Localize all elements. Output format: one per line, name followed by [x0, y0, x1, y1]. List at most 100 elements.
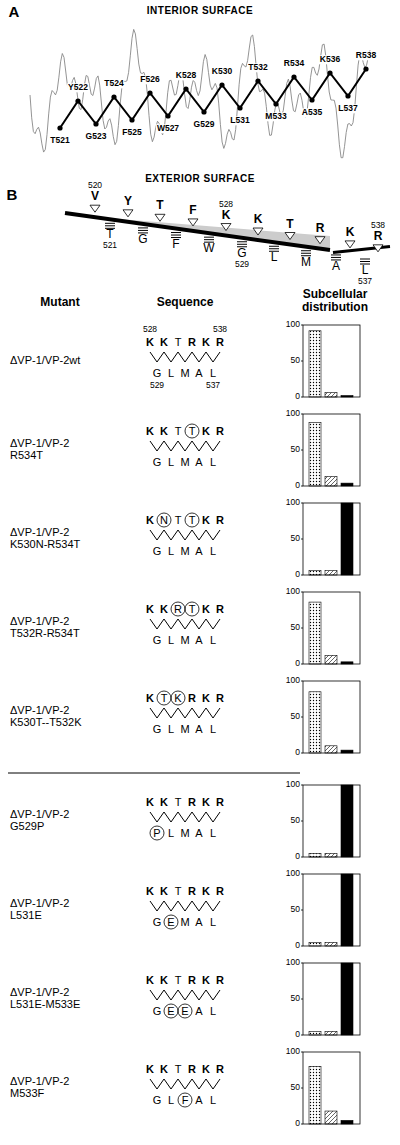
chart-frame	[303, 325, 360, 397]
residue-letter: K	[222, 209, 231, 222]
mutation-circle	[171, 691, 185, 705]
axis-tick	[301, 681, 303, 682]
residue-atom	[327, 70, 332, 75]
distribution-bar	[341, 874, 353, 946]
side-chain-down	[269, 246, 279, 247]
residue-atom	[111, 94, 116, 99]
axis-tick-label: 0	[295, 570, 300, 579]
sequence-letter: L	[210, 456, 216, 468]
side-chain-down	[269, 248, 279, 249]
column-header: Sequence	[157, 296, 214, 309]
sequence-letter: K	[146, 1063, 154, 1075]
axis-tick-label: 50	[291, 445, 300, 454]
sequence-letter: K	[146, 796, 154, 808]
sequence-letter: K	[202, 425, 210, 437]
axis-tick	[301, 1088, 303, 1089]
mutation-circle	[171, 602, 185, 616]
sequence-letter: A	[195, 916, 202, 928]
sequence-letter: M	[180, 827, 189, 839]
side-chain-up	[285, 233, 295, 240]
side-chain-down	[138, 227, 148, 228]
chart-frame	[303, 874, 360, 946]
distribution-bar	[325, 393, 337, 397]
sequence-letter: R	[188, 796, 196, 808]
distribution-bar	[309, 571, 321, 575]
distribution-bar	[341, 963, 353, 1035]
residue-atom	[237, 105, 242, 110]
residue-letter: F	[172, 238, 179, 251]
loop-strand	[60, 69, 366, 128]
residue-label: K528	[175, 71, 197, 80]
distribution-bar	[309, 602, 321, 664]
axis-tick	[301, 753, 303, 754]
axis-tick-label: 50	[291, 1083, 300, 1092]
residue-number: 537	[358, 277, 372, 286]
axis-tick-label: 100	[286, 587, 300, 596]
sequence-letter: L	[168, 1094, 174, 1106]
residue-atom	[291, 74, 296, 79]
side-chain-down	[331, 257, 341, 258]
side-chain-up	[253, 228, 263, 235]
axis-tick	[301, 910, 303, 911]
axis-tick	[301, 414, 303, 415]
side-chain-down	[301, 250, 311, 251]
residue-label: G529	[193, 120, 216, 129]
residue-label: K530	[211, 67, 233, 76]
distribution-bar	[309, 1066, 321, 1124]
axis-tick	[301, 539, 303, 540]
axis-tick-label: 50	[291, 356, 300, 365]
sequence-letter: K	[146, 603, 154, 615]
chart-frame	[303, 592, 360, 664]
sequence-letter: R	[216, 603, 224, 615]
strand-zigzag	[150, 530, 220, 540]
mutant-name: ΔVP-1/VP-2 K530T--T532K	[10, 704, 98, 728]
distribution-bar	[309, 692, 321, 753]
side-chain-up	[315, 237, 325, 244]
chart-frame	[303, 503, 360, 575]
mutation-circle	[164, 915, 178, 929]
residue-atom	[273, 101, 278, 106]
sequence-letter: T	[189, 603, 196, 615]
side-chain-down	[360, 259, 370, 260]
sequence-letter: R	[216, 974, 224, 986]
axis-tick-label: 0	[295, 659, 300, 668]
axis-tick	[301, 946, 303, 947]
sequence-letter: E	[167, 1005, 174, 1017]
strand-zigzag	[150, 619, 220, 629]
surface-label: EXTERIOR SURFACE	[145, 173, 255, 184]
axis-tick-label: 50	[291, 712, 300, 721]
residue-label: F526	[139, 75, 160, 84]
sequence-letter: K	[160, 336, 168, 348]
distribution-bar	[341, 1120, 353, 1124]
residue-letter: V	[91, 191, 99, 204]
column-header: Mutant	[40, 296, 79, 309]
residue-number: 528	[219, 200, 233, 209]
sequence-letter: K	[160, 1063, 168, 1075]
surface-label: INTERIOR SURFACE	[147, 5, 253, 16]
sequence-letter: G	[153, 916, 162, 928]
axis-tick	[301, 575, 303, 576]
sequence-letter: K	[160, 603, 168, 615]
sequence-letter: M	[180, 545, 189, 557]
residue-label: L531	[229, 116, 250, 125]
residue-atom	[219, 82, 224, 87]
panel-letter: A	[9, 4, 20, 21]
side-chain-down	[237, 241, 247, 242]
distribution-bar	[325, 477, 337, 486]
sequence-letter: L	[168, 456, 174, 468]
residue-atom	[147, 90, 152, 95]
mutation-circle	[157, 691, 171, 705]
side-chain-down	[360, 261, 370, 262]
side-chain-up	[90, 205, 100, 212]
residue-label: T532	[247, 63, 268, 72]
sequence-letter: R	[174, 603, 182, 615]
residue-number: 538	[371, 221, 385, 230]
sequence-letter: T	[175, 974, 182, 986]
sequence-letter: G	[153, 545, 162, 557]
sequence-letter: K	[202, 603, 210, 615]
residue-label: L537	[337, 104, 358, 113]
residue-number: 529	[150, 381, 164, 390]
residue-number: 521	[103, 242, 117, 251]
axis-tick	[301, 325, 303, 326]
axis-tick	[301, 785, 303, 786]
